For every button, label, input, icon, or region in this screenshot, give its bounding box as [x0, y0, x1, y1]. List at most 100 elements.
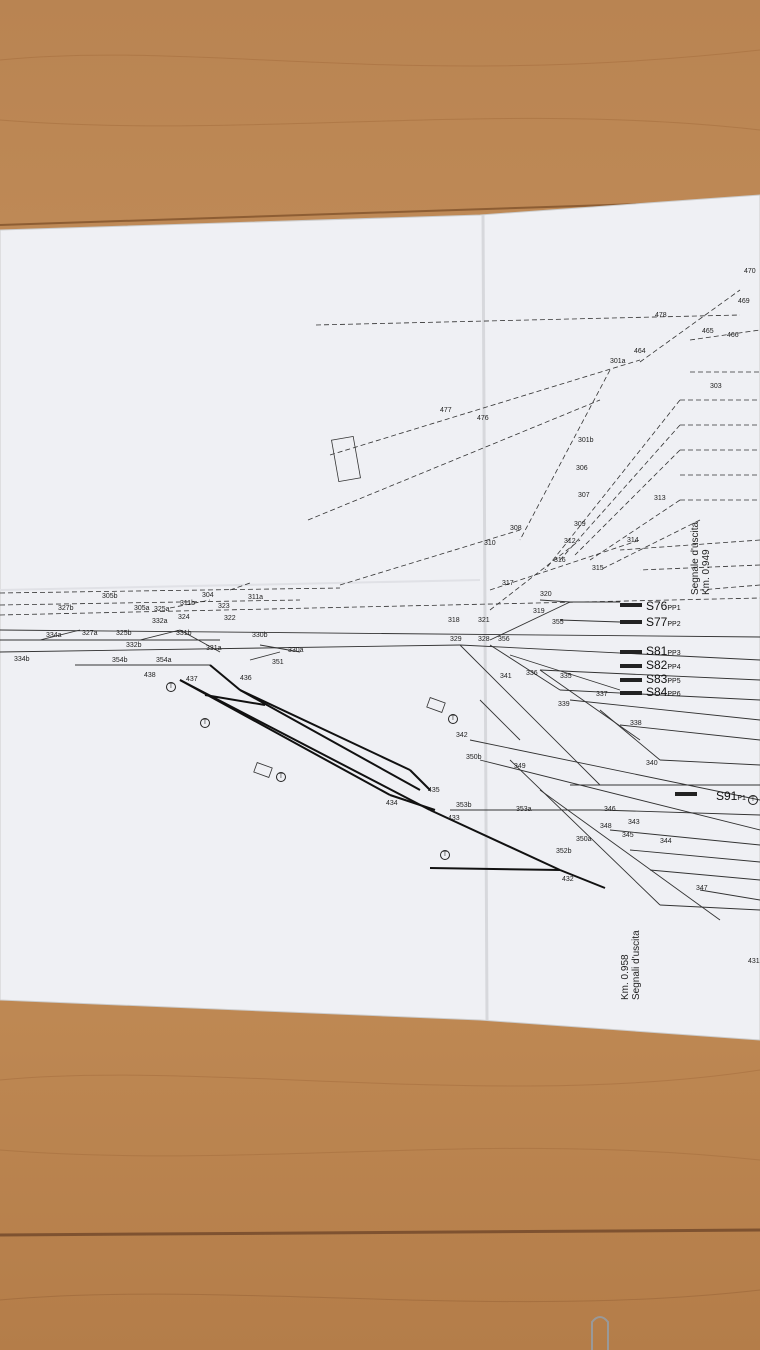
track-label-304: 304 — [202, 592, 214, 599]
track-label-301a: 301a — [610, 358, 626, 365]
track-label-434: 434 — [386, 800, 398, 807]
track-label-315: 315 — [592, 565, 604, 572]
track-label-354b: 354b — [112, 657, 128, 664]
track-label-311b: 311b — [180, 600, 196, 607]
circle-marker: T — [200, 718, 210, 728]
track-label-353a: 353a — [516, 806, 532, 813]
track-label-320: 320 — [540, 591, 552, 598]
paperclip-icon — [591, 1316, 609, 1350]
track-label-334b: 334b — [14, 656, 30, 663]
track-label-350b: 350b — [466, 754, 482, 761]
track-label-347: 347 — [696, 885, 708, 892]
signal-s82: S82PP4 — [646, 658, 681, 672]
track-label-306: 306 — [576, 465, 588, 472]
main-tracks — [0, 599, 760, 921]
track-label-318: 318 — [448, 617, 460, 624]
track-label-433: 433 — [448, 815, 460, 822]
circle-marker: T — [448, 714, 458, 724]
dashed-sidings — [0, 289, 760, 616]
track-label-332a: 332a — [152, 618, 168, 625]
track-label-349: 349 — [514, 763, 526, 770]
track-label-324: 324 — [178, 614, 190, 621]
signal-s77: S77PP2 — [646, 615, 681, 629]
circle-marker: T — [748, 795, 758, 805]
track-label-346: 346 — [604, 806, 616, 813]
track-label-330a: 330a — [288, 647, 304, 654]
track-label-350a: 350a — [576, 836, 592, 843]
track-label-351: 351 — [272, 659, 284, 666]
lower-exit-signals-annotation: Km. 0.958 Segnali d'uscita — [620, 930, 642, 1000]
track-label-301b: 301b — [578, 437, 594, 444]
track-label-331a: 331a — [206, 645, 222, 652]
track-label-477: 477 — [440, 407, 452, 414]
signal-s76: S76PP1 — [646, 599, 681, 613]
track-label-438: 438 — [144, 672, 156, 679]
track-label-308: 308 — [510, 525, 522, 532]
signal-s91: S91P1 — [716, 789, 746, 803]
track-label-436: 436 — [240, 675, 252, 682]
track-label-321: 321 — [478, 617, 490, 624]
track-label-332b: 332b — [126, 642, 142, 649]
track-label-329: 329 — [450, 636, 462, 643]
track-label-432: 432 — [562, 876, 574, 883]
track-label-327b: 327b — [58, 605, 74, 612]
track-label-316: 316 — [554, 557, 566, 564]
track-label-466: 466 — [727, 332, 739, 339]
track-label-355: 355 — [552, 619, 564, 626]
track-label-307: 307 — [578, 492, 590, 499]
signal-s81: S81PP3 — [646, 644, 681, 658]
circle-marker: T — [166, 682, 176, 692]
track-label-354a: 354a — [156, 657, 172, 664]
track-label-345: 345 — [622, 832, 634, 839]
track-label-340: 340 — [646, 760, 658, 767]
track-label-327a: 327a — [82, 630, 98, 637]
track-label-312: 312 — [564, 538, 576, 545]
upper-exit-signal-annotation: Segnale d'uscita Km. 0.949 — [690, 521, 712, 595]
track-label-476: 476 — [477, 415, 489, 422]
signal-s83: S83PP5 — [646, 672, 681, 686]
circle-marker: T — [276, 772, 286, 782]
track-label-335: 335 — [560, 673, 572, 680]
signal-mast-icons — [620, 603, 697, 796]
track-label-322: 322 — [224, 615, 236, 622]
track-label-305a: 305a — [134, 605, 150, 612]
track-label-334a: 334a — [46, 632, 62, 639]
track-label-339: 339 — [558, 701, 570, 708]
track-label-305b: 305b — [102, 593, 118, 600]
track-label-338: 338 — [630, 720, 642, 727]
track-label-323: 323 — [218, 603, 230, 610]
track-label-437: 437 — [186, 676, 198, 683]
track-label-337: 337 — [596, 691, 608, 698]
track-label-464: 464 — [634, 348, 646, 355]
bold-yard-tracks — [179, 664, 606, 889]
track-label-356: 356 — [498, 636, 510, 643]
track-label-311a: 311a — [248, 594, 264, 601]
track-label-303: 303 — [710, 383, 722, 390]
track-label-331b: 331b — [176, 630, 192, 637]
track-label-330b: 330b — [252, 632, 268, 639]
track-label-336: 336 — [526, 670, 538, 677]
track-label-314: 314 — [627, 537, 639, 544]
buildings — [253, 435, 446, 778]
track-label-341: 341 — [500, 673, 512, 680]
track-label-309: 309 — [574, 521, 586, 528]
track-label-313: 313 — [654, 495, 666, 502]
track-label-343: 343 — [628, 819, 640, 826]
track-label-348: 348 — [600, 823, 612, 830]
track-label-328: 328 — [478, 636, 490, 643]
track-label-317: 317 — [502, 580, 514, 587]
track-label-325a: 325a — [154, 606, 170, 613]
circle-marker: T — [440, 850, 450, 860]
track-label-353b: 353b — [456, 802, 472, 809]
track-label-431: 431 — [748, 958, 760, 965]
track-label-342: 342 — [456, 732, 468, 739]
track-label-470: 470 — [744, 268, 756, 275]
track-label-478: 478 — [655, 312, 667, 319]
signal-s84: S84PP6 — [646, 685, 681, 699]
track-label-310: 310 — [484, 540, 496, 547]
track-label-344: 344 — [660, 838, 672, 845]
track-label-352b: 352b — [556, 848, 572, 855]
track-label-319: 319 — [533, 608, 545, 615]
track-label-435: 435 — [428, 787, 440, 794]
